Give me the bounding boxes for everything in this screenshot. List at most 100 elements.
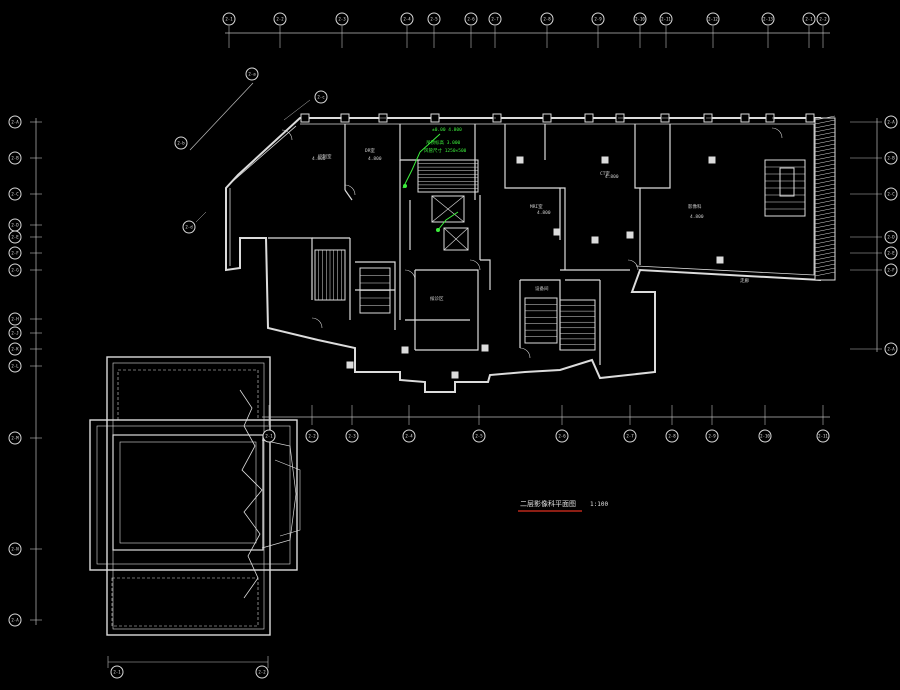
stair <box>524 297 558 344</box>
elevation-mark: 4.800 <box>368 156 382 162</box>
stair <box>764 159 806 217</box>
svg-text:2-3: 2-3 <box>338 17 346 22</box>
grid-bubble-diag-2: 2-c <box>314 90 328 104</box>
drawing-title: 二层影像科平面图 <box>520 499 576 508</box>
svg-text:2-C: 2-C <box>887 192 895 197</box>
svg-text:2-B: 2-B <box>11 156 19 161</box>
grid-bubble-top-7: 2-8 <box>540 12 554 26</box>
svg-text:2-5: 2-5 <box>475 434 483 439</box>
roof-plan <box>89 356 301 636</box>
room-label: 设备间 <box>535 285 549 292</box>
grid-bubble-left-1: 2-B <box>8 151 22 165</box>
grid-bubble-left-11: 2-M <box>8 431 22 445</box>
stair <box>417 159 479 193</box>
svg-text:2-E: 2-E <box>11 235 19 240</box>
svg-text:2-12: 2-12 <box>708 17 718 22</box>
drawing-scale: 1:100 <box>590 501 608 508</box>
grid-bubble-diag-3: 2-d <box>182 220 196 234</box>
room-label: DR室 <box>365 147 375 154</box>
grid-bubble-left-5: 2-F <box>8 246 22 260</box>
room-label: MRI室 <box>530 203 543 210</box>
grid-bubble-right-0: 2-A <box>884 115 898 129</box>
svg-text:2-b: 2-b <box>177 141 185 146</box>
grid-bubble-bottom-10: 2-11 <box>816 429 830 443</box>
svg-text:2-F: 2-F <box>887 268 895 273</box>
svg-text:2-11: 2-11 <box>818 434 828 439</box>
grid-bubble-diag-0: 2-a <box>245 67 259 81</box>
stair <box>559 299 596 351</box>
svg-text:2-D: 2-D <box>11 223 19 228</box>
svg-text:2-6: 2-6 <box>467 17 475 22</box>
svg-text:2-2: 2-2 <box>819 17 827 22</box>
grid-bubble-left-7: 2-H <box>8 312 22 326</box>
grid-bubble-top-9: 2-10 <box>633 12 647 26</box>
svg-text:2-1: 2-1 <box>113 670 121 675</box>
grid-bubble-bottom-4: 2-5 <box>472 429 486 443</box>
grid-bubble-left-2: 2-C <box>8 187 22 201</box>
drawing-title-block: 二层影像科平面图 1:100 <box>518 499 608 512</box>
room-labels: 影像科CT室DR室MRI室候诊区控制室设备间走廊4.8004.8004.8004… <box>312 147 749 302</box>
svg-text:2-13: 2-13 <box>763 17 773 22</box>
grid-bubble-diag-1: 2-b <box>174 136 188 150</box>
stair <box>359 267 391 314</box>
svg-text:2-10: 2-10 <box>760 434 770 439</box>
dimension-lines <box>30 26 882 668</box>
svg-text:2-11: 2-11 <box>661 17 671 22</box>
grid-bubble-right-3: 2-D <box>884 230 898 244</box>
svg-text:2-10: 2-10 <box>635 17 645 22</box>
grid-bubble-top-1: 2-2 <box>273 12 287 26</box>
plan-linework <box>89 113 836 636</box>
svg-text:2-H: 2-H <box>11 317 19 322</box>
grid-bubble-left-3: 2-D <box>8 218 22 232</box>
room-label: 候诊区 <box>430 295 444 302</box>
grid-bubble-right-4: 2-E <box>884 246 898 260</box>
svg-text:2-5: 2-5 <box>430 17 438 22</box>
grid-bubble-top-12: 2-13 <box>761 12 775 26</box>
grid-bubble-bottom-3: 2-4 <box>402 429 416 443</box>
svg-text:2-A: 2-A <box>11 120 19 125</box>
grid-bubble-bottom-1: 2-2 <box>305 429 319 443</box>
grid-bubble-left-6: 2-G <box>8 263 22 277</box>
svg-text:2-A: 2-A <box>887 347 895 352</box>
grid-bubble-bottom-9: 2-10 <box>758 429 772 443</box>
svg-text:2-1: 2-1 <box>265 434 273 439</box>
grid-bubble-top-13: 2-1 <box>802 12 816 26</box>
grid-bubble-left-4: 2-E <box>8 230 22 244</box>
svg-text:2-K: 2-K <box>11 347 19 352</box>
svg-text:2-F: 2-F <box>11 251 19 256</box>
green-annotation: ±0.00 4.800 吊顶标高 3.000 风管尺寸 1250×500 <box>402 127 467 232</box>
svg-text:2-A: 2-A <box>887 120 895 125</box>
right-wall-hatch <box>814 115 836 281</box>
green-note-2: 吊顶标高 3.000 <box>426 139 461 146</box>
green-note-3: 风管尺寸 1250×500 <box>424 147 467 154</box>
grid-bubble-bottom-7: 2-8 <box>665 429 679 443</box>
grid-bubble-left-12: 2-N <box>8 542 22 556</box>
grid-bubble-left-10: 2-L <box>8 359 22 373</box>
grid-bubble-top-11: 2-12 <box>706 12 720 26</box>
svg-text:2-B: 2-B <box>887 156 895 161</box>
svg-text:2-J: 2-J <box>11 331 18 336</box>
svg-text:2-D: 2-D <box>887 235 895 240</box>
grid-bubble-top-2: 2-3 <box>335 12 349 26</box>
svg-text:2-4: 2-4 <box>405 434 413 439</box>
svg-text:2-M: 2-M <box>11 436 19 441</box>
grid-bubble-bottom-8: 2-9 <box>705 429 719 443</box>
svg-text:2-c: 2-c <box>317 95 325 100</box>
grid-bubble-roof-0: 2-1 <box>110 665 124 679</box>
svg-text:2-7: 2-7 <box>626 434 634 439</box>
stair <box>314 249 346 301</box>
grid-bubble-right-1: 2-B <box>884 151 898 165</box>
grid-bubble-top-10: 2-11 <box>659 12 673 26</box>
grid-bubble-right-5: 2-F <box>884 263 898 277</box>
svg-text:2-8: 2-8 <box>668 434 676 439</box>
green-note-1: ±0.00 4.800 <box>432 127 462 133</box>
svg-text:2-1: 2-1 <box>225 17 233 22</box>
svg-text:2-d: 2-d <box>185 225 193 230</box>
grid-bubble-top-4: 2-5 <box>427 12 441 26</box>
svg-text:2-2: 2-2 <box>258 670 266 675</box>
elevation-mark: 4.800 <box>537 210 551 216</box>
svg-text:2-2: 2-2 <box>308 434 316 439</box>
svg-text:2-4: 2-4 <box>403 17 411 22</box>
